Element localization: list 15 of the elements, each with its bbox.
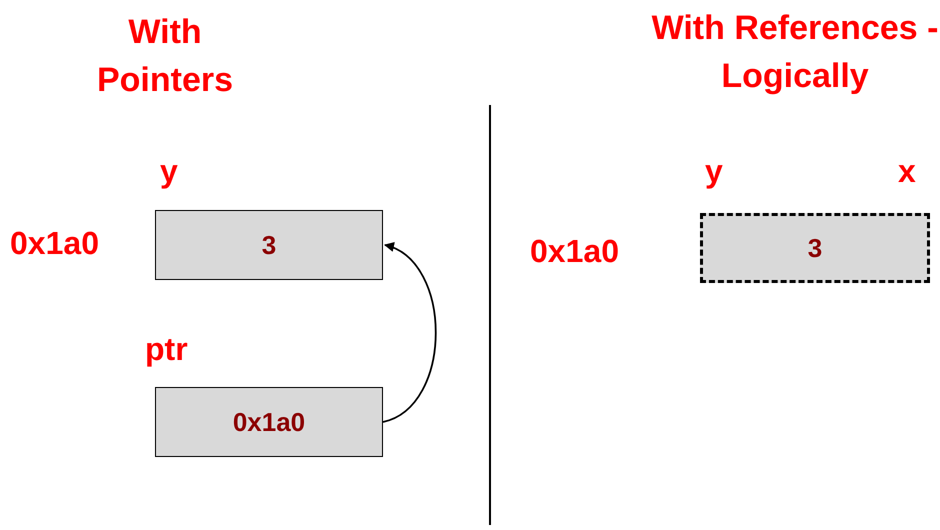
pointer-arrow — [382, 244, 437, 423]
memory-label: y — [160, 152, 178, 191]
memory-label: 0x1a0 — [530, 232, 619, 271]
memory-label: ptr — [145, 330, 188, 369]
memory-label: y — [705, 152, 723, 191]
heading: With References - Logically — [650, 8, 940, 97]
memory-label: 0x1a0 — [10, 224, 99, 263]
memory-cell — [155, 387, 383, 457]
cell-value: 3 — [808, 232, 822, 264]
memory-label: x — [898, 152, 916, 191]
heading: With Pointers — [96, 12, 234, 101]
memory-cell — [155, 210, 383, 280]
cell-value: 3 — [262, 230, 276, 260]
cell-value: 0x1a0 — [232, 406, 306, 438]
memory-cell — [700, 213, 930, 283]
